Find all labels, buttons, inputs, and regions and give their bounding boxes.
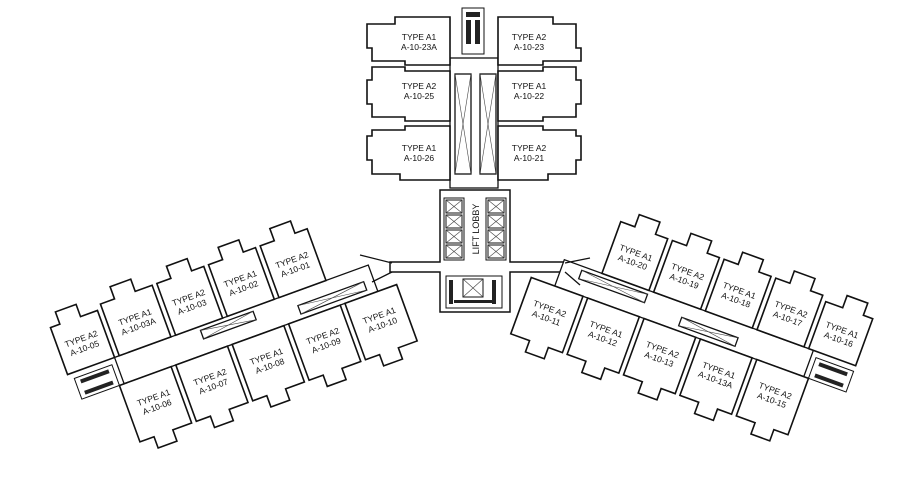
unit-a-10-25: [366, 66, 451, 122]
unit-a-10-03: [155, 257, 224, 337]
unit-a-10-19: [652, 232, 721, 311]
unit-type-label: TYPE A2: [512, 32, 547, 42]
unit-number-label: A-10-23: [514, 42, 545, 52]
unit-a-10-10: [343, 283, 419, 367]
unit-a-10-01: [259, 220, 328, 299]
unit-a-10-22: [497, 66, 582, 122]
unit-a-10-13: [622, 317, 697, 401]
unit-a-10-06: [118, 365, 193, 450]
unit-a-10-13a: [678, 337, 754, 422]
unit-a-10-26: [366, 125, 451, 181]
north-wing: TYPE A1 A-10-23A TYPE A2 A-10-23 TYPE A2…: [366, 7, 582, 189]
unit-number-label: A-10-23A: [401, 42, 437, 52]
unit-type-label: TYPE A2: [402, 81, 437, 91]
unit-a-10-08: [231, 324, 306, 408]
unit-a-10-23a: [366, 16, 451, 66]
unit-a-10-16: [807, 294, 874, 367]
unit-a-10-15: [735, 358, 810, 442]
unit-a-10-12: [566, 296, 641, 381]
unit-number-label: A-10-21: [514, 153, 545, 163]
unit-a-10-18: [704, 251, 773, 330]
unit-number-label: A-10-25: [404, 91, 435, 101]
unit-a-10-20: [600, 213, 669, 292]
unit-type-label: TYPE A2: [512, 143, 547, 153]
unit-a-10-09: [287, 304, 362, 388]
lift-cars: [445, 199, 505, 259]
unit-a-10-23: [497, 16, 582, 66]
unit-type-label: TYPE A1: [402, 32, 437, 42]
lift-lobby-label: LIFT LOBBY: [471, 204, 481, 255]
unit-number-label: A-10-26: [404, 153, 435, 163]
unit-a-10-11: [509, 276, 584, 360]
unit-a-10-05: [49, 303, 116, 376]
unit-number-label: A-10-22: [514, 91, 545, 101]
unit-a-10-17: [755, 270, 824, 348]
central-core: LIFT LOBBY: [389, 189, 566, 313]
unit-type-label: TYPE A1: [512, 81, 547, 91]
west-wing: TYPE A2 A-10-05 TYPE A1 A-10-03A TYPE A2…: [49, 220, 419, 450]
unit-a-10-21: [497, 125, 582, 181]
unit-type-label: TYPE A1: [402, 143, 437, 153]
east-wing: TYPE A1 A-10-20 TYPE A2 A-10-19 TYPE A1 …: [509, 213, 874, 442]
unit-a-10-02: [207, 238, 276, 318]
unit-a-10-03a: [99, 278, 172, 357]
unit-a-10-07: [174, 345, 250, 429]
